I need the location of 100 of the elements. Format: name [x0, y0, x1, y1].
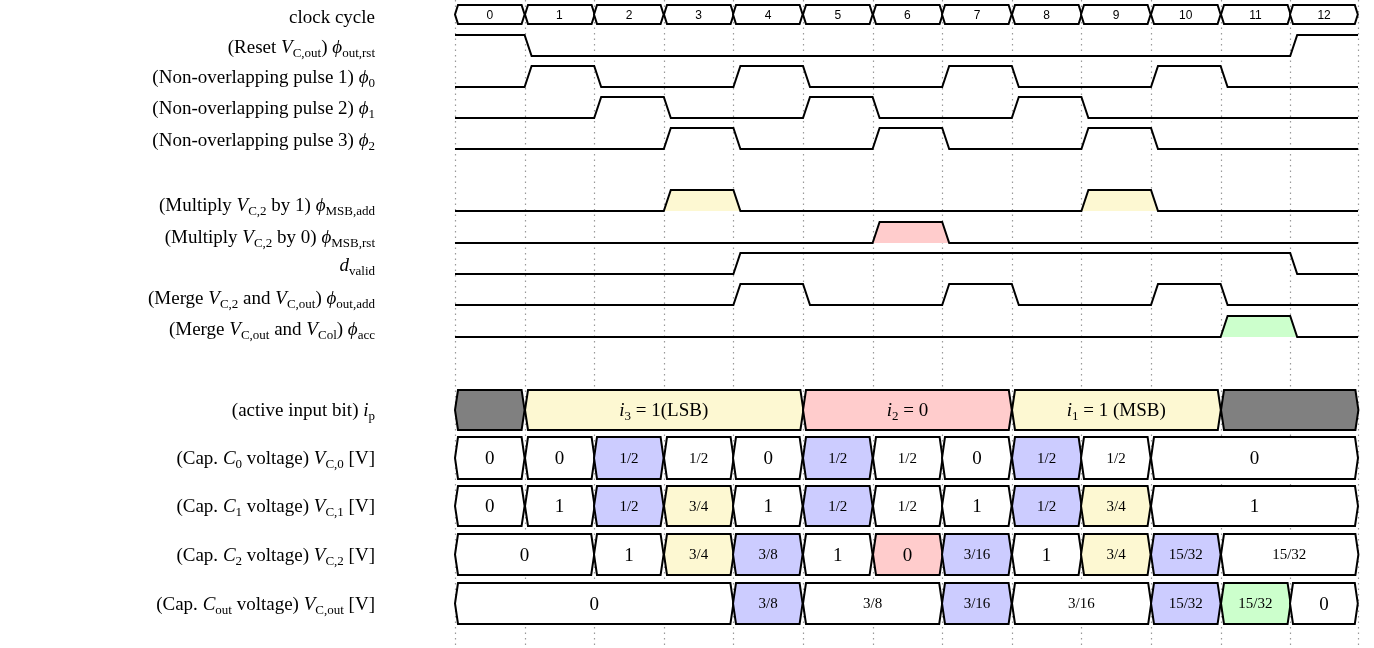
voltage-segment	[1011, 534, 1082, 575]
voltage-segment	[803, 583, 943, 624]
bit-segment	[803, 390, 1012, 430]
cycle-number: 0	[486, 7, 494, 22]
voltage-segment	[872, 486, 943, 526]
voltage-segment	[1290, 583, 1358, 624]
voltage-segment	[524, 437, 595, 479]
cycle-number: 11	[1249, 7, 1262, 22]
bit-segment	[524, 390, 803, 430]
signal-label: (Reset V$_{C,out}$) ϕ$_{out,rst}$	[227, 36, 375, 58]
bit-segment	[455, 390, 525, 430]
segment-value: 3/4	[1106, 497, 1126, 515]
segment-value: 3/4	[689, 497, 709, 515]
segment-value: 15/32	[1168, 595, 1203, 612]
signal-label: (Non-overlapping pulse 3) ϕ$_{2}$	[152, 129, 375, 151]
clock-cycle-segment	[1220, 5, 1291, 24]
voltage-segment	[1081, 486, 1151, 526]
segment-value: 1	[763, 495, 773, 517]
voltage-segment	[594, 437, 664, 479]
voltage-segment	[872, 534, 943, 575]
voltage-segment	[455, 437, 525, 479]
voltage-segment	[594, 534, 664, 575]
signal-label: (Multiply V$_{C,2}$ by 0) ϕ$_{MSB,rst}$	[164, 226, 375, 248]
voltage-segment	[733, 583, 803, 624]
segment-value: 0	[1249, 447, 1260, 469]
segment-value: 0	[485, 447, 495, 469]
segment-value: 0	[1319, 592, 1329, 615]
segment-value: 1/2	[828, 449, 848, 467]
segment-value: 3/8	[758, 595, 778, 612]
clock-cycle-segment	[663, 5, 734, 24]
segment-value: 0	[763, 447, 773, 469]
segment-value: 1/2	[689, 449, 709, 467]
cycle-number: 7	[973, 7, 981, 22]
voltage-segment	[942, 486, 1012, 526]
cycle-number: 5	[834, 7, 842, 22]
segment-value: i$_{3}$ = 1(LSB)	[619, 399, 709, 421]
segment-value: 3/4	[1106, 546, 1126, 563]
voltage-segment	[594, 486, 664, 526]
voltage-segment	[942, 437, 1012, 479]
voltage-segment	[663, 437, 734, 479]
voltage-segment	[455, 534, 595, 575]
voltage-segment	[663, 534, 734, 575]
segment-value: 1/2	[1106, 449, 1126, 467]
voltage-segment	[1011, 486, 1082, 526]
clock-cycle-segment	[1011, 5, 1082, 24]
voltage-segment	[1220, 534, 1358, 575]
segment-value: 1/2	[897, 449, 917, 467]
voltage-segment	[733, 534, 803, 575]
voltage-segment	[803, 534, 873, 575]
signal-label: (Cap. C$_{0}$ voltage) V$_{C,0}$ [V]	[176, 447, 375, 469]
clock-cycle-segment	[803, 5, 873, 24]
segment-value: i$_{2}$ = 0	[886, 399, 929, 421]
voltage-segment	[1151, 583, 1221, 624]
voltage-segment	[455, 486, 525, 526]
signal-label: (Cap. C$_{2}$ voltage) V$_{C,2}$ [V]	[176, 544, 375, 566]
segment-value: 0	[554, 447, 565, 469]
segment-value: 1	[1249, 495, 1260, 517]
voltage-segment	[1151, 486, 1358, 526]
clock-cycle-segment	[524, 5, 595, 24]
segment-value: 15/32	[1272, 546, 1307, 563]
signal-label: (Merge V$_{C,2}$ and V$_{C,out}$) ϕ$_{out,add}$	[148, 287, 375, 309]
voltage-segment	[942, 583, 1012, 624]
segment-value: 1	[1041, 543, 1052, 566]
voltage-segment	[942, 534, 1012, 575]
segment-value: 1/2	[1037, 497, 1057, 515]
cycle-number: 8	[1043, 7, 1050, 22]
signal-label: (Cap. C$_{out}$ voltage) V$_{C,out}$ [V]	[156, 593, 375, 615]
signal-label: (Merge V$_{C,out}$ and V$_{Col}$) ϕ$_{acc}$	[168, 318, 375, 340]
segment-value: 3/8	[863, 595, 883, 612]
voltage-segment	[455, 583, 734, 624]
segment-value: 1/2	[619, 497, 639, 515]
segment-value: 1/2	[1037, 449, 1057, 467]
voltage-segment	[803, 486, 873, 526]
clock-cycle-segment	[733, 5, 803, 24]
clock-cycle-segment	[942, 5, 1012, 24]
cycle-number: 4	[764, 7, 772, 22]
voltage-segment	[1081, 437, 1151, 479]
segment-value: 1/2	[897, 497, 917, 515]
cycle-number: 6	[904, 7, 911, 22]
voltage-segment	[803, 437, 873, 479]
voltage-segment	[663, 486, 734, 526]
segment-value: 15/32	[1238, 595, 1273, 612]
segment-value: 3/16	[963, 546, 991, 563]
voltage-segment	[524, 486, 595, 526]
cycle-number: 9	[1112, 7, 1120, 22]
segment-value: 0	[972, 447, 982, 469]
voltage-segment	[872, 437, 943, 479]
cycle-number: 10	[1179, 7, 1193, 22]
cycle-number: 1	[556, 7, 563, 22]
segment-value: 1/2	[619, 449, 639, 467]
cycle-number: 3	[695, 7, 702, 22]
signal-label: (Multiply V$_{C,2}$ by 1) ϕ$_{MSB,add}$	[158, 194, 375, 216]
voltage-segment	[733, 486, 803, 526]
segment-value: 3/8	[758, 546, 778, 563]
segment-value: 0	[902, 543, 913, 566]
segment-value: 0	[519, 543, 530, 566]
voltage-segment	[1011, 437, 1082, 479]
signal-label: (Cap. C$_{1}$ voltage) V$_{C,1}$ [V]	[176, 495, 375, 517]
cycle-number: 12	[1317, 7, 1331, 22]
clock-cycle-segment	[1151, 5, 1221, 24]
